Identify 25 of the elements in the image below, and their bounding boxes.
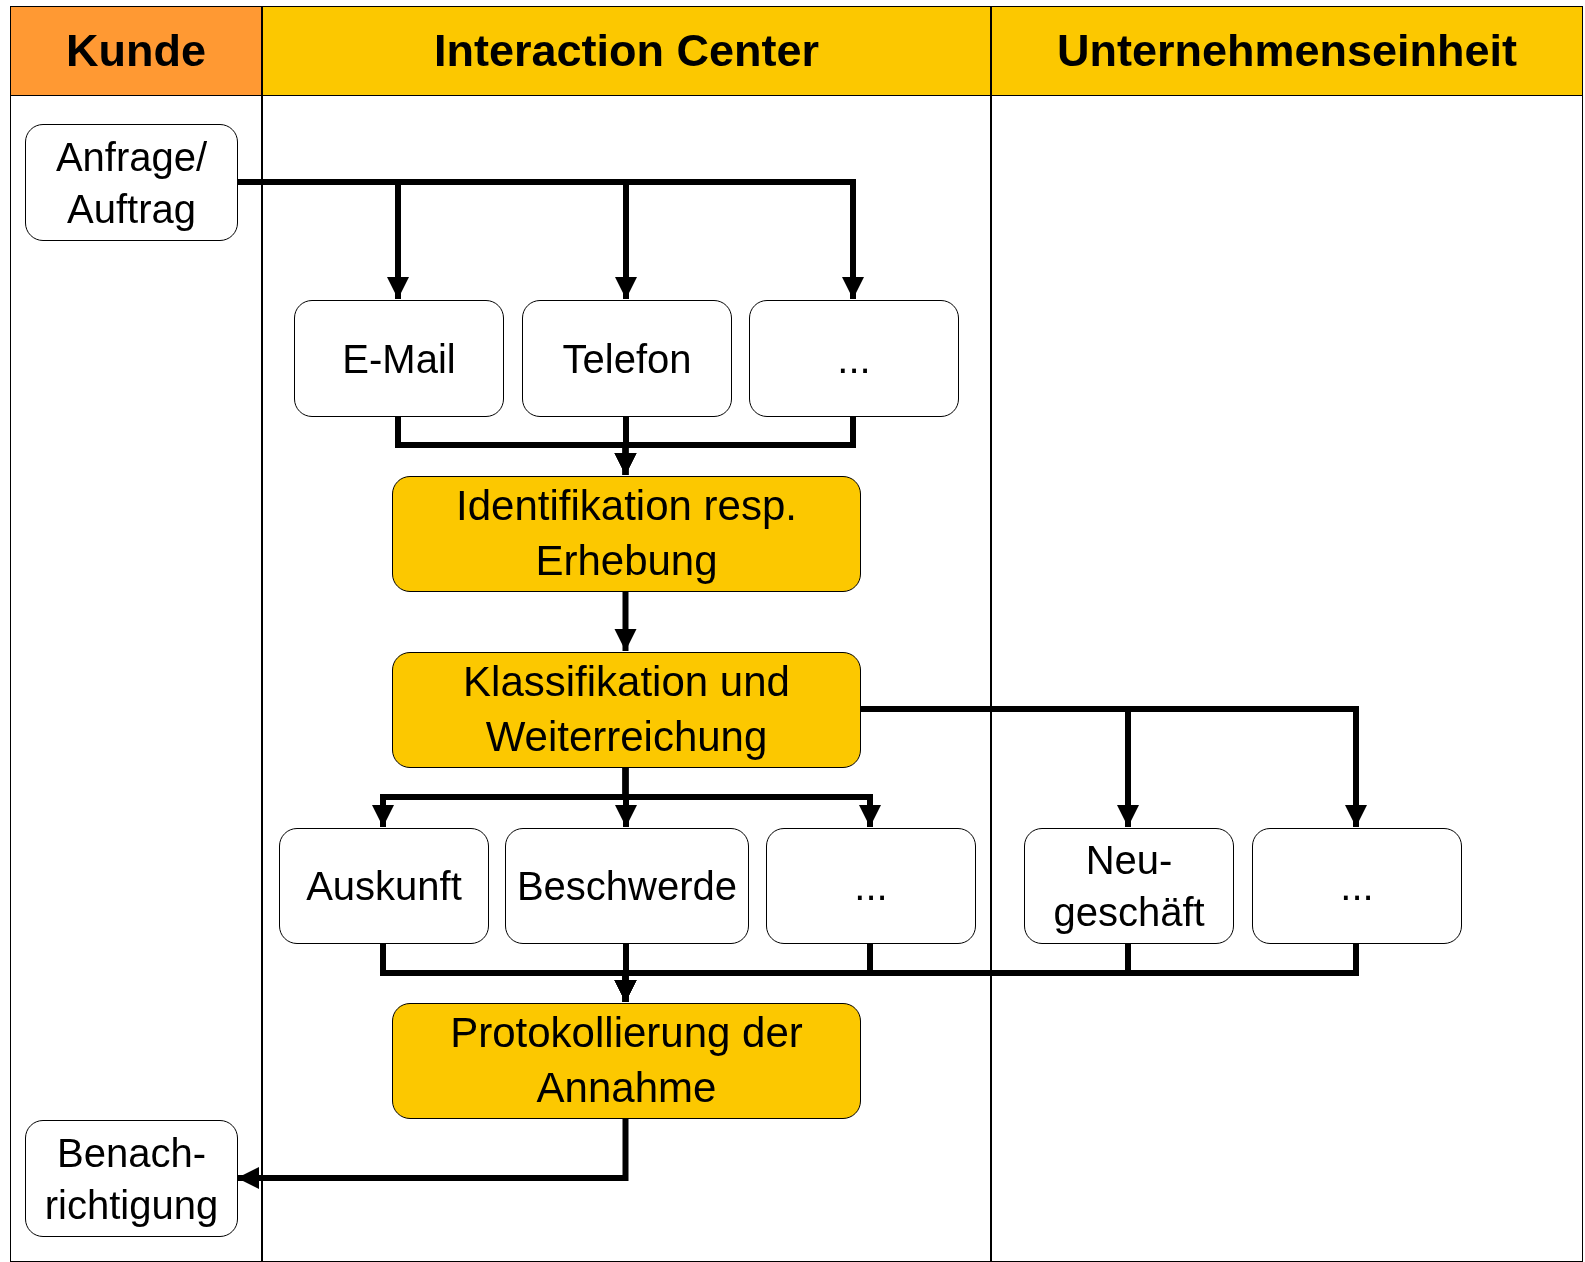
arrow <box>614 591 637 651</box>
channel-box: ... <box>766 828 976 944</box>
arrow <box>622 767 881 827</box>
channel-box: Auskunft <box>279 828 489 944</box>
channel-box: ... <box>1252 828 1462 944</box>
arrow <box>237 1118 629 1189</box>
process-box: Identifikation resp. Erhebung <box>392 476 861 592</box>
channel-box: Telefon <box>522 300 732 417</box>
arrow <box>614 416 856 475</box>
swimlane <box>262 6 991 1262</box>
channel-box: Benach- richtigung <box>25 1120 238 1237</box>
lane-title: Interaction Center <box>433 24 820 79</box>
channel-box: Anfrage/ Auftrag <box>25 124 238 241</box>
channel-box: Beschwerde <box>505 828 749 944</box>
arrow <box>860 706 1367 827</box>
channel-box: ... <box>749 300 959 417</box>
arrow <box>614 943 1359 1002</box>
process-box: Protokollierung der Annahme <box>392 1003 861 1119</box>
channel-box: Neu- geschäft <box>1024 828 1234 944</box>
lane-title: Unternehmenseinheit <box>1056 24 1518 79</box>
process-box: Klassifikation und Weiterreichung <box>392 652 861 768</box>
channel-box: E-Mail <box>294 300 504 417</box>
swimlane <box>10 6 262 1262</box>
swimlane <box>991 6 1583 1262</box>
lane-title: Kunde <box>66 24 206 79</box>
